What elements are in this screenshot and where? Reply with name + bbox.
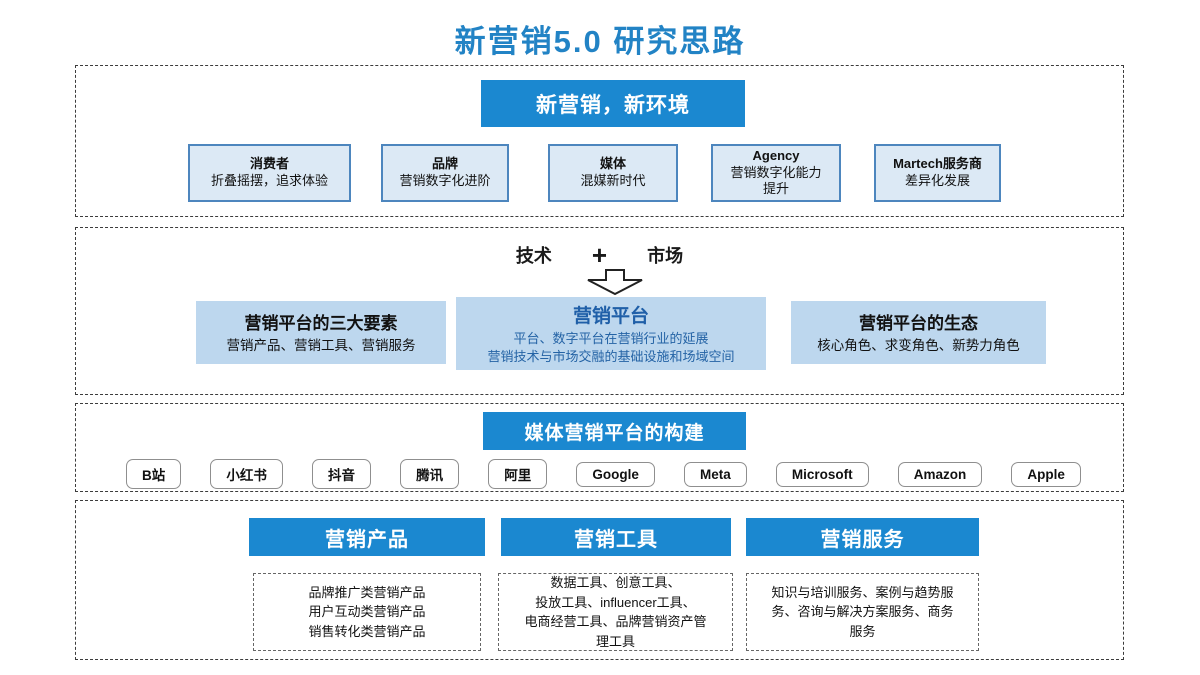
platform-douyin: 抖音 (312, 459, 371, 489)
body-marketing-products: 品牌推广类营销产品 用户互动类营销产品 销售转化类营销产品 (253, 573, 481, 651)
box-consumer-subtitle: 折叠摇摆，追求体验 (210, 173, 328, 188)
box-martech-title: Martech服务商 (893, 156, 982, 172)
header-marketing-products: 营销产品 (249, 518, 485, 556)
platform-alibaba: 阿里 (488, 459, 548, 489)
box-media-subtitle: 混媒新时代 (580, 173, 646, 188)
page-title: 新营销5.0 研究思路 (454, 24, 746, 59)
formula-right: 市场 (647, 246, 684, 266)
platform-apple: Apple (1011, 461, 1081, 487)
box-agency-title: Agency (752, 148, 800, 164)
platform-microsoft: Microsoft (775, 461, 869, 487)
box-agency: Agency 营销数字化能力 提升 (711, 144, 841, 202)
box-consumer: 消费者 折叠摇摆，追求体验 (188, 144, 351, 202)
box-marketing-platform-title: 营销平台 (572, 306, 649, 328)
box-agency-subtitle: 营销数字化能力 提升 (730, 164, 822, 197)
box-media: 媒体 混媒新时代 (548, 144, 678, 202)
box-brand-subtitle: 营销数字化进阶 (399, 173, 491, 188)
header-marketing-tools: 营销工具 (501, 518, 731, 556)
box-platform-elements: 营销平台的三大要素 营销产品、营销工具、营销服务 (196, 301, 446, 364)
box-platform-elements-subtitle: 营销产品、营销工具、营销服务 (226, 338, 416, 354)
header-marketing-services: 营销服务 (746, 518, 979, 556)
section-media-platform-construction: 媒体营销平台的构建 B站 小红书 抖音 腾讯 阿里 Google Meta Mi… (75, 403, 1124, 492)
platform-bilibili: B站 (126, 459, 182, 489)
formula-tech-plus-market: 技术 + 市场 (76, 242, 1123, 268)
box-platform-ecosystem-title: 营销平台的生态 (859, 314, 978, 334)
box-marketing-platform: 营销平台 平台、数字平台在营销行业的延展 营销技术与市场交融的基础设施和场域空间 (456, 297, 766, 370)
formula-left: 技术 (515, 246, 552, 266)
box-martech: Martech服务商 差异化发展 (874, 144, 1001, 202)
platform-amazon: Amazon (897, 461, 983, 487)
platform-row: B站 小红书 抖音 腾讯 阿里 Google Meta Microsoft Am… (126, 459, 1081, 489)
box-consumer-title: 消费者 (249, 156, 289, 172)
section-marketing-platform: 技术 + 市场 营销平台的三大要素 营销产品、营销工具、营销服务 营销平台 平台… (75, 227, 1124, 395)
platform-tencent: 腾讯 (400, 459, 460, 489)
box-martech-subtitle: 差异化发展 (904, 173, 970, 188)
body-marketing-services: 知识与培训服务、案例与趋势服 务、咨询与解决方案服务、商务 服务 (746, 573, 979, 651)
box-media-title: 媒体 (599, 156, 626, 172)
section1-header: 新营销，新环境 (481, 80, 745, 127)
box-brand: 品牌 营销数字化进阶 (381, 144, 509, 202)
section-new-marketing-environment: 新营销，新环境 消费者 折叠摇摆，追求体验 品牌 营销数字化进阶 媒体 混媒新时… (75, 65, 1124, 217)
box-marketing-platform-subtitle: 平台、数字平台在营销行业的延展 营销技术与市场交融的基础设施和场域空间 (487, 331, 735, 364)
down-arrow-icon (587, 269, 643, 296)
body-marketing-tools: 数据工具、创意工具、 投放工具、influencer工具、 电商经营工具、品牌营… (498, 573, 733, 651)
box-platform-elements-title: 营销平台的三大要素 (244, 314, 398, 334)
platform-meta: Meta (684, 461, 747, 487)
platform-xiaohongshu: 小红书 (210, 459, 283, 489)
section-marketing-offerings: 营销产品 营销工具 营销服务 品牌推广类营销产品 用户互动类营销产品 销售转化类… (75, 500, 1124, 660)
box-platform-ecosystem-subtitle: 核心角色、求变角色、新势力角色 (817, 338, 1020, 354)
plus-icon: + (591, 240, 608, 270)
box-brand-title: 品牌 (431, 156, 458, 172)
box-platform-ecosystem: 营销平台的生态 核心角色、求变角色、新势力角色 (791, 301, 1046, 364)
section3-header: 媒体营销平台的构建 (483, 412, 746, 450)
platform-google: Google (576, 461, 655, 487)
